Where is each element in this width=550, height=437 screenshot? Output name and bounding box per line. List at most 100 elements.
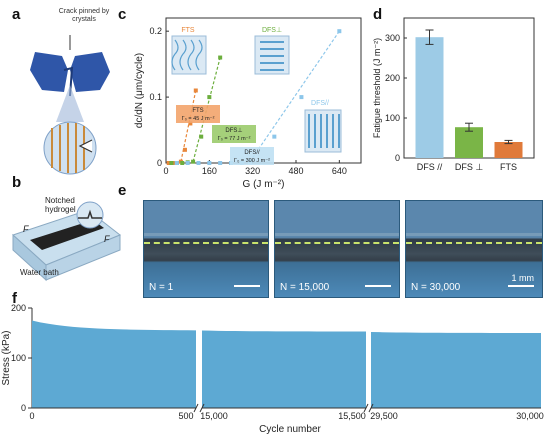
notched-hydrogel-label: Notched hydrogel bbox=[45, 196, 76, 214]
data-point-2 bbox=[299, 95, 304, 100]
notch-shape bbox=[78, 209, 102, 219]
x-tick-label: 160 bbox=[202, 166, 217, 176]
panel-letter-f: f bbox=[12, 290, 17, 307]
photo-n15000-value: = 15,000 bbox=[287, 282, 330, 293]
inset-title-0: FTS bbox=[181, 27, 195, 34]
y-tick-label: 300 bbox=[385, 33, 400, 43]
y-tick-label: 200 bbox=[385, 73, 400, 83]
fts-fiber bbox=[179, 39, 187, 71]
inset-dfs-par bbox=[304, 109, 342, 153]
stress-area-1 bbox=[202, 330, 366, 408]
data-point-2 bbox=[207, 161, 212, 165]
inset-fts bbox=[171, 35, 207, 75]
axis-break-0 bbox=[199, 403, 205, 413]
inset-title-1: DFS⊥ bbox=[262, 27, 282, 34]
scale-bar bbox=[234, 285, 260, 287]
data-point-2 bbox=[337, 29, 342, 34]
photo-n15000-n: N bbox=[280, 282, 288, 293]
crack-illustration bbox=[30, 35, 110, 175]
panel-letter-a: a bbox=[12, 6, 21, 23]
threshold-box-title-1: DFS⊥ bbox=[225, 127, 242, 134]
data-point-1 bbox=[191, 159, 196, 164]
right-gel-half bbox=[70, 52, 110, 92]
threshold-box-title-0: FTS bbox=[192, 108, 203, 114]
threshold-box-0 bbox=[176, 105, 220, 123]
photo-n1-value: = 1 bbox=[156, 282, 174, 293]
data-point-0 bbox=[166, 161, 171, 165]
scale-bar bbox=[508, 285, 534, 287]
x-tick-label: 480 bbox=[288, 166, 303, 176]
scale-bar bbox=[365, 285, 391, 287]
x-axis-label: G (J m⁻²) bbox=[243, 179, 285, 190]
y-tick-label: 200 bbox=[11, 303, 26, 313]
y-tick-label: 0.2 bbox=[149, 26, 162, 36]
panel-letter-c: c bbox=[118, 6, 127, 23]
photo-n30000-n: N bbox=[411, 282, 419, 293]
y-tick-label: 100 bbox=[11, 353, 26, 363]
crack-caption: Crack pinned by crystals bbox=[58, 8, 110, 23]
x-tick-label-2: FTS bbox=[500, 162, 517, 172]
threshold-box-value-2: Γ₀ = 300 J m⁻² bbox=[234, 158, 270, 164]
data-point-2 bbox=[174, 161, 179, 165]
panel-letter-b: b bbox=[12, 174, 22, 191]
x-tick-label-1: DFS ⊥ bbox=[455, 162, 484, 172]
crack-line bbox=[63, 66, 74, 97]
y-tick-label: 0.1 bbox=[149, 92, 162, 102]
force-label-right: F bbox=[104, 234, 110, 244]
data-point-0 bbox=[193, 88, 198, 93]
crack-tip bbox=[78, 139, 93, 153]
fit-line-1 bbox=[192, 57, 221, 162]
inset-title-2: DFS// bbox=[311, 100, 329, 107]
panel-letter-e: e bbox=[118, 182, 127, 199]
axis-break-0 bbox=[193, 403, 199, 413]
y-tick-label: 0 bbox=[21, 403, 26, 413]
photo-n1: N = 1 bbox=[143, 200, 269, 298]
threshold-box-value-0: Γ₀ = 45 J m⁻² bbox=[182, 116, 215, 122]
fts-fiber bbox=[187, 39, 195, 71]
water-bath-front bbox=[45, 234, 121, 281]
photo-n1-n: N bbox=[149, 282, 157, 293]
data-point-2 bbox=[218, 161, 223, 165]
x-tick-label: 0 bbox=[29, 411, 34, 421]
bar-2 bbox=[494, 142, 523, 158]
x-tick-label: 640 bbox=[332, 166, 347, 176]
panel-letter-d: d bbox=[373, 6, 383, 23]
y-axis-label: Fatigue threshold (J m⁻²) bbox=[372, 38, 382, 138]
water-bath-label: Water bath bbox=[20, 268, 59, 277]
force-label-left: F bbox=[23, 224, 29, 234]
hydrogel-setup-illustration bbox=[12, 201, 121, 282]
data-point-1 bbox=[180, 161, 185, 165]
axis-break-1 bbox=[363, 403, 369, 413]
x-axis-label: Cycle number bbox=[259, 424, 321, 435]
y-tick-label: 100 bbox=[385, 113, 400, 123]
stress-area-2 bbox=[371, 332, 541, 408]
axis-break-1 bbox=[368, 403, 374, 413]
threshold-box-1 bbox=[212, 125, 256, 143]
threshold-box-2 bbox=[230, 147, 274, 165]
x-tick-label: 320 bbox=[245, 166, 260, 176]
x-tick-label: 500 bbox=[178, 411, 193, 421]
data-point-1 bbox=[199, 134, 204, 139]
left-gel-half bbox=[30, 52, 68, 92]
y-tick-label: 0 bbox=[395, 153, 400, 163]
fit-line-2 bbox=[249, 30, 340, 163]
bar-1 bbox=[455, 127, 483, 158]
photo-n30000-value: = 30,000 bbox=[418, 282, 461, 293]
data-point-2 bbox=[185, 161, 190, 165]
fts-fiber bbox=[195, 39, 203, 71]
x-tick-label: 29,500 bbox=[370, 411, 398, 421]
data-point-1 bbox=[218, 55, 223, 60]
data-point-2 bbox=[196, 161, 201, 165]
bar-0 bbox=[415, 37, 444, 159]
data-point-0 bbox=[182, 147, 187, 152]
x-tick-label: 30,000 bbox=[516, 411, 544, 421]
threshold-box-title-2: DFS// bbox=[244, 150, 260, 156]
photo-n30000: N = 30,000 1 mm bbox=[405, 200, 543, 298]
x-tick-label: 15,500 bbox=[338, 411, 366, 421]
fts-fiber bbox=[171, 39, 179, 71]
data-point-2 bbox=[272, 134, 277, 139]
threshold-box-value-1: Γ₀ = 77 J m⁻² bbox=[218, 136, 251, 142]
y-tick-label: 0 bbox=[157, 158, 162, 168]
x-tick-label: 0 bbox=[163, 166, 168, 176]
